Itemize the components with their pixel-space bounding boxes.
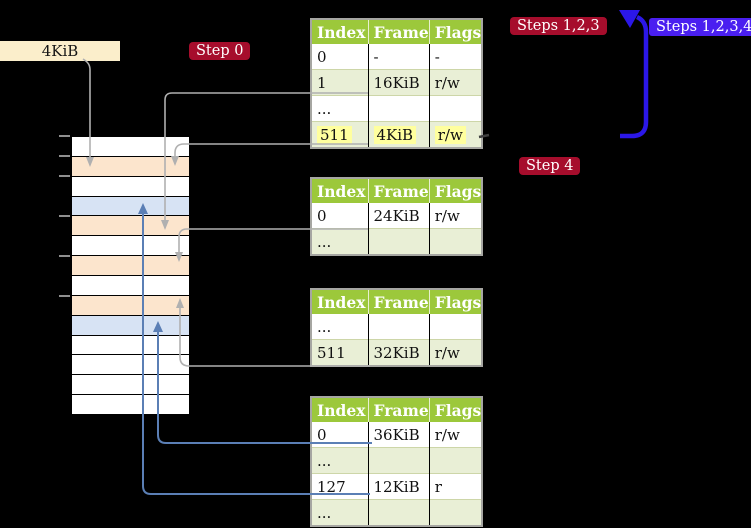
step4-label: Step 4 (519, 157, 581, 175)
column-header-flags: Flags (429, 289, 483, 314)
page-size-box: 4KiB (0, 41, 120, 61)
table-cell (368, 447, 430, 474)
highlighted-value: 4KiB (373, 125, 417, 144)
table-cell: ... (311, 95, 369, 122)
table-cell: ... (311, 228, 369, 255)
tick-mark (59, 135, 70, 137)
table-cell: r/w (429, 339, 483, 366)
table-cell: 0 (311, 203, 369, 229)
steps1234-label: Steps 1,2,3,4 (649, 18, 751, 36)
table-cell: r/w (429, 422, 483, 448)
table-row: ... (311, 499, 483, 526)
highlighted-value: r/w (434, 125, 466, 144)
table-cell: 36KiB (368, 422, 430, 448)
table-cell: 511 (311, 121, 369, 148)
table-cell: 4KiB (368, 121, 430, 148)
table-cell (368, 95, 430, 122)
tick-mark (59, 255, 70, 257)
column-header-frame: Frame (368, 19, 430, 44)
table-cell (368, 228, 430, 255)
table-cell (429, 499, 483, 526)
step0-label: Step 0 (189, 42, 251, 60)
column-header-flags: Flags (429, 19, 483, 44)
table-row: ... (311, 447, 483, 474)
tick-mark (59, 295, 70, 297)
memory-frame-row-blue (72, 314, 189, 335)
column-header-flags: Flags (429, 178, 483, 203)
table-cell: - (368, 44, 430, 70)
memory-frame-row-peach (72, 294, 189, 315)
table-cell: 24KiB (368, 203, 430, 229)
table-cell: 0 (311, 422, 369, 448)
table-cell: ... (311, 499, 369, 526)
table-cell: 511 (311, 339, 369, 366)
memory-frame-row-peach (72, 215, 189, 236)
memory-frame-row-white (72, 334, 189, 355)
memory-frame-row-white (72, 354, 189, 375)
table-cell: r/w (429, 121, 483, 148)
table-cell: ... (311, 314, 369, 340)
table-cell: r (429, 473, 483, 500)
column-header-index: Index (311, 19, 369, 44)
table-cell (368, 314, 430, 340)
memory-frame-row-white (72, 235, 189, 256)
memory-frame-row-peach (72, 255, 189, 276)
column-header-index: Index (311, 289, 369, 314)
column-header-frame: Frame (368, 289, 430, 314)
table-cell: 1 (311, 69, 369, 96)
table-cell (429, 95, 483, 122)
arrow-steps-loop (619, 10, 649, 139)
table-cell: 127 (311, 473, 369, 500)
table-row: ... (311, 95, 483, 122)
table-cell: - (429, 44, 483, 70)
steps123-label: Steps 1,2,3 (510, 17, 607, 35)
table-row: ... (311, 314, 483, 340)
memory-frame-row-white (72, 175, 189, 196)
column-header-frame: Frame (368, 178, 430, 203)
table-cell: ... (311, 447, 369, 474)
table-row: 511 4KiB r/w (311, 121, 483, 148)
table-cell (429, 228, 483, 255)
tick-mark (59, 155, 70, 157)
table-cell: 0 (311, 44, 369, 70)
memory-frame-row-white (72, 137, 189, 156)
page-size-label: 4KiB (41, 42, 79, 60)
table-cell: 16KiB (368, 69, 430, 96)
table-cell: r/w (429, 203, 483, 229)
memory-frame-row-blue (72, 195, 189, 216)
column-header-index: Index (311, 178, 369, 203)
column-header-flags: Flags (429, 397, 483, 422)
memory-frame-row-white (72, 275, 189, 295)
table-cell (429, 447, 483, 474)
table-row: 0-- (311, 44, 483, 70)
table-cell (368, 499, 430, 526)
tick-mark (59, 175, 70, 177)
memory-frame-row-white (72, 374, 189, 395)
table-cell: r/w (429, 69, 483, 96)
column-header-index: Index (311, 397, 369, 422)
physical-memory-stack (71, 136, 190, 415)
table-cell: 32KiB (368, 339, 430, 366)
table-cell: 12KiB (368, 473, 430, 500)
memory-frame-row-peach (72, 155, 189, 176)
tick-mark (59, 215, 70, 217)
memory-frame-row-white (72, 394, 189, 415)
table-row: ... (311, 228, 483, 255)
highlighted-value: 511 (317, 125, 352, 144)
column-header-frame: Frame (368, 397, 430, 422)
table-cell (429, 314, 483, 340)
